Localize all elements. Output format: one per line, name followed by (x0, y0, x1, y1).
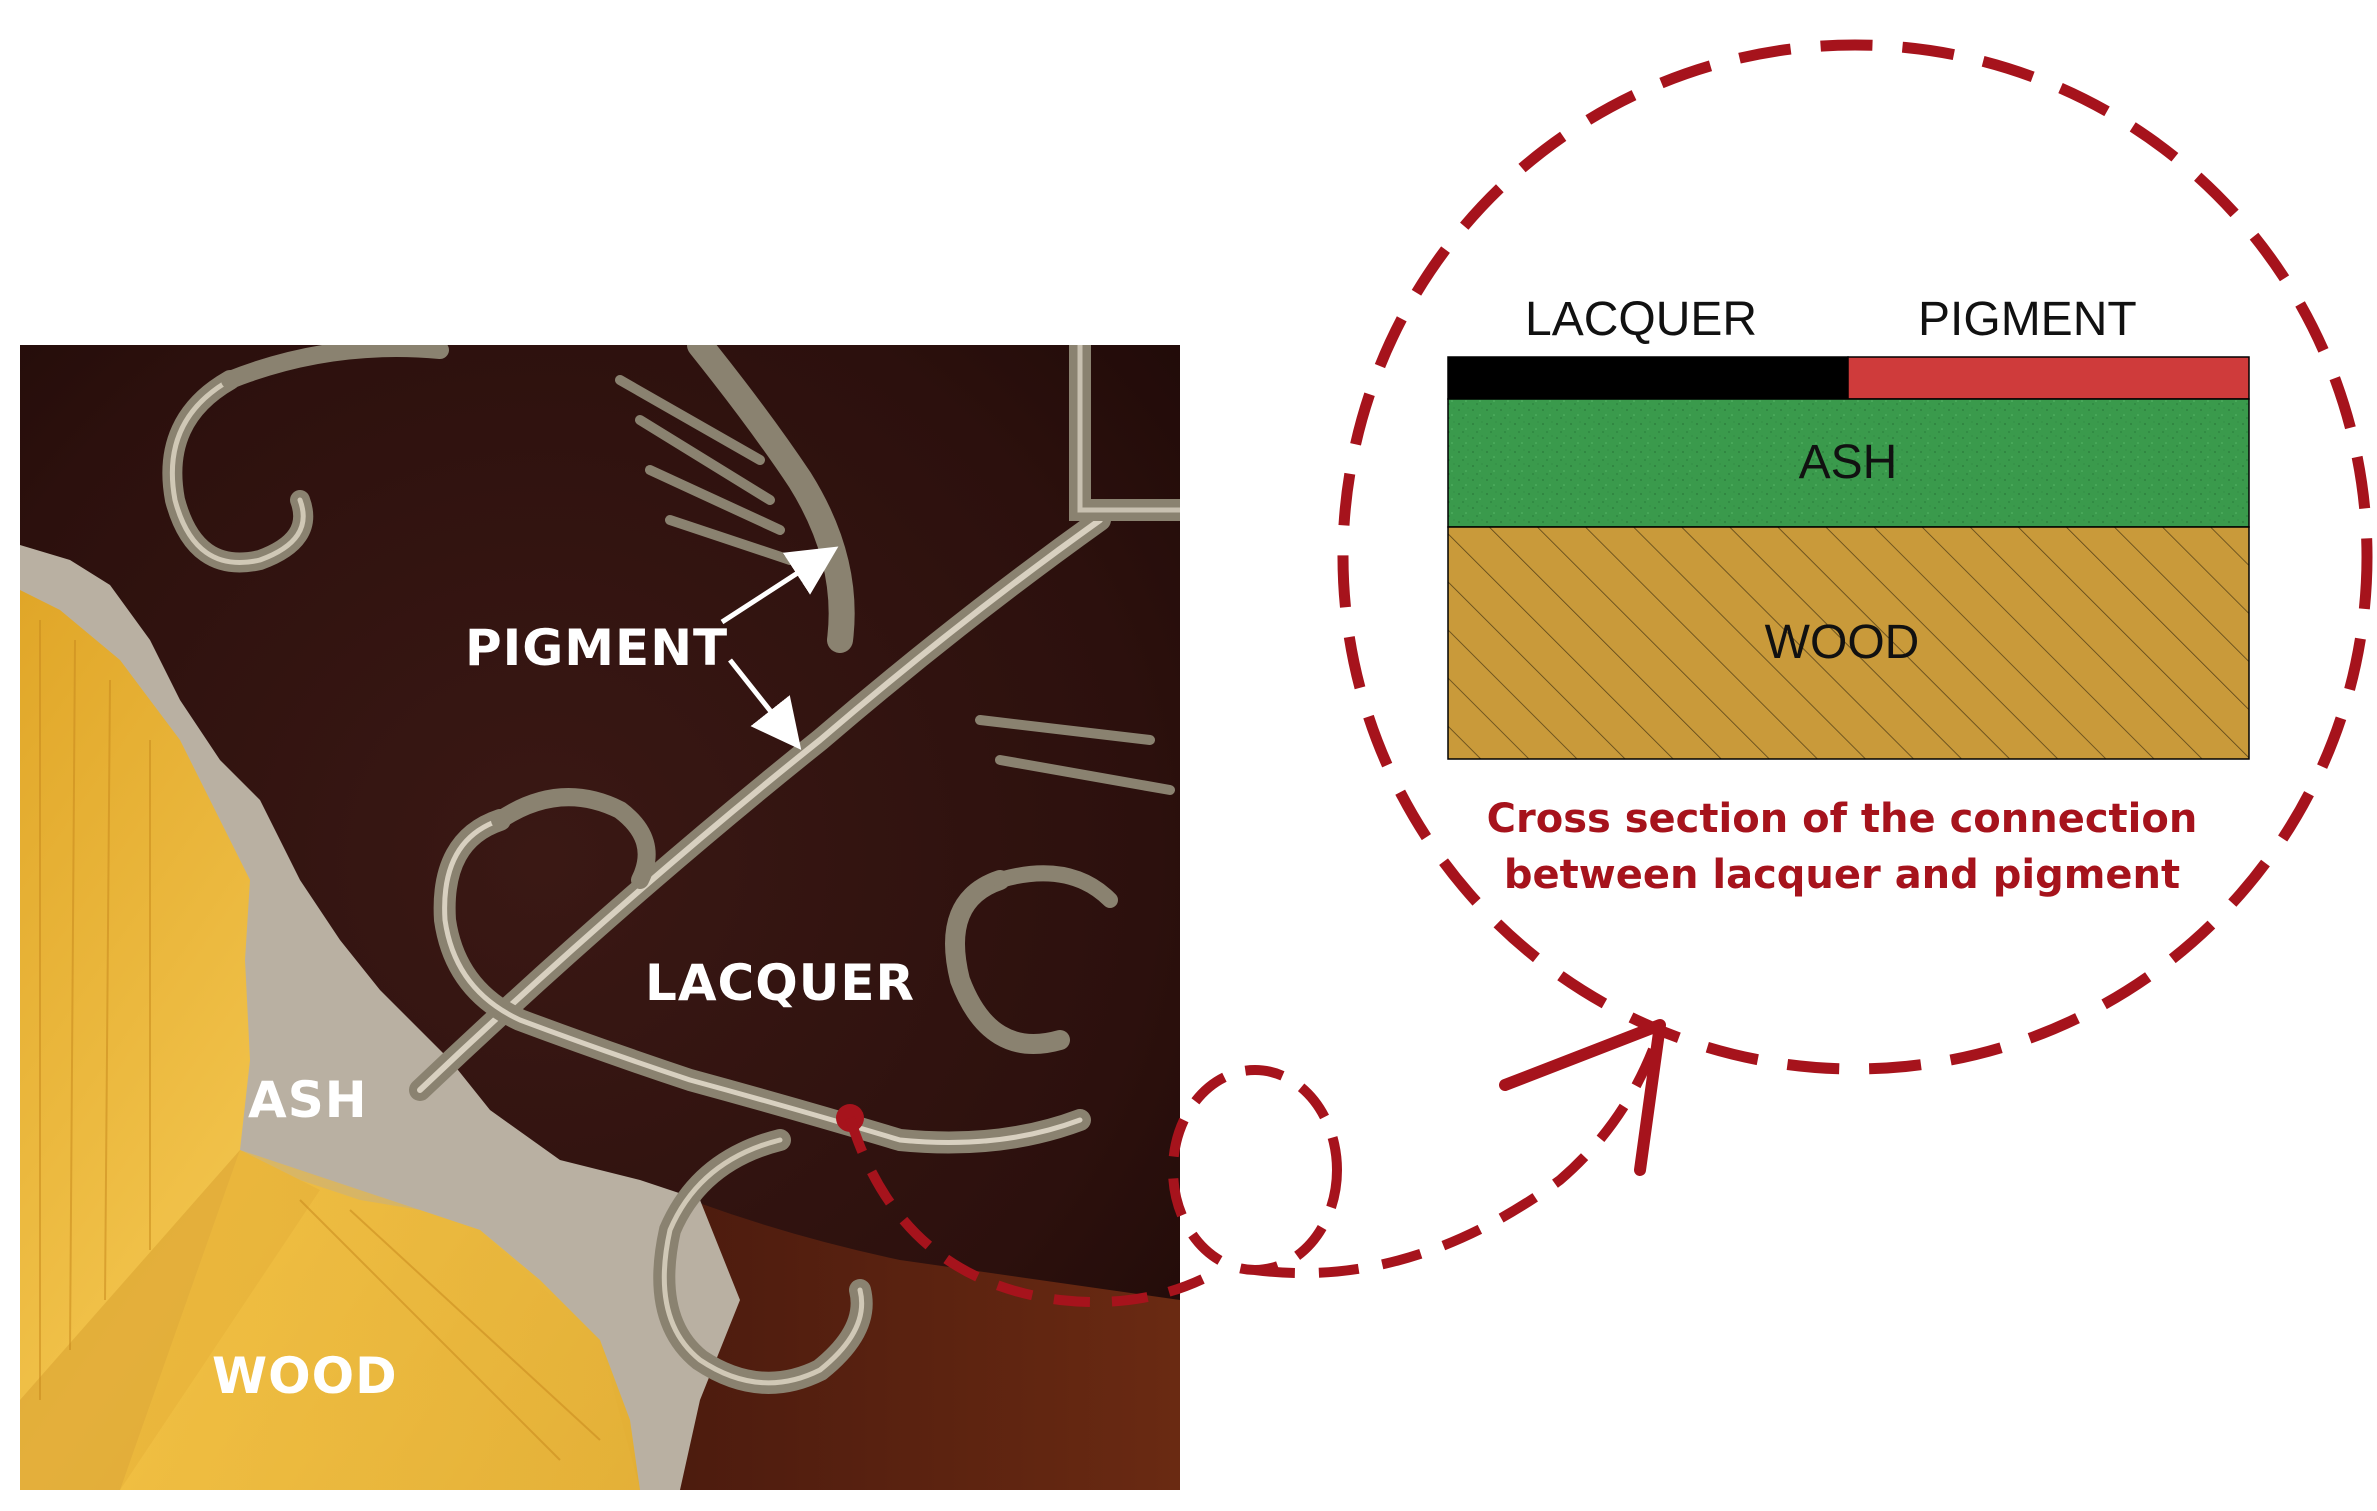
callout-small-circle (1168, 1065, 1342, 1275)
cs-label-lacquer: LACQUER (1525, 293, 1757, 346)
cs-ash-layer (1447, 398, 2250, 528)
brown-wood-area (640, 1180, 1180, 1490)
callout-dashed-leader (1254, 1028, 1665, 1279)
cs-pigment-layer (1847, 356, 2250, 400)
photo-label-pigment: PIGMENT (465, 619, 728, 677)
lacquerware-photo (20, 345, 1180, 1490)
photo-label-wood: WOOD (212, 1347, 398, 1405)
pigment-decoration (162, 345, 1180, 1394)
cs-label-pigment: PIGMENT (1918, 293, 2137, 346)
callout-large-circle (1337, 39, 2373, 1075)
callout-connector (836, 39, 2373, 1307)
photo-label-ash: ASH (248, 1071, 368, 1129)
cs-caption-line-2: between lacquer and pigment (1504, 852, 2180, 898)
pigment-arrow-lower (728, 658, 802, 750)
photo-label-lacquer: LACQUER (645, 954, 915, 1012)
cs-wood-layer (1447, 526, 2250, 760)
cs-label-ash: ASH (1799, 436, 1898, 489)
pigment-arrow-upper (720, 546, 839, 625)
cross-section-diagram: LACQUER PIGMENT ASH WOOD Cross section o… (1447, 293, 2250, 898)
cs-caption-line-1: Cross section of the connection (1487, 796, 2198, 842)
cs-label-wood: WOOD (1765, 616, 1920, 669)
callout-dashed-curve (845, 1116, 1223, 1307)
callout-arrowhead (1499, 1019, 1666, 1176)
wood-grain-panel-2 (120, 1150, 640, 1490)
wood-grain-lines (39, 620, 601, 1461)
cs-lacquer-layer (1447, 356, 1849, 400)
